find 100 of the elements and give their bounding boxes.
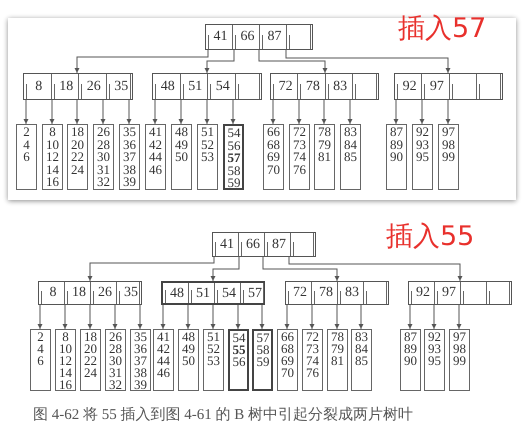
leaf-node: [197, 124, 218, 190]
arrow: [100, 100, 106, 124]
leaf-node: [327, 329, 348, 391]
key-list: 97 98 99: [440, 126, 458, 164]
arrow: [204, 50, 234, 74]
arrow: [210, 304, 216, 330]
leaf-node: [263, 124, 284, 190]
key-label: 41: [212, 28, 228, 46]
key-list: 35 36 37 38 39: [120, 126, 138, 188]
key-label: 48: [169, 285, 185, 303]
tree-node: [270, 73, 379, 100]
arrow: [178, 100, 184, 124]
arrow: [50, 100, 54, 124]
leaf-node: [289, 124, 310, 190]
tree-node: [38, 281, 142, 305]
key-label: 51: [195, 285, 211, 303]
arrow: [284, 304, 290, 330]
figure-caption: 图 4-62 将 55 插入到图 4-61 的 B 树中引起分裂成两片树叶: [33, 406, 413, 424]
key-list: 66 68 69 70: [264, 126, 282, 176]
leaf-node: [438, 124, 459, 190]
key-list: 92 93 95: [426, 331, 444, 367]
key-list: 8 10 12 14 16: [56, 331, 74, 391]
key-label: 26: [97, 284, 113, 302]
key-list: 48 49 50: [172, 126, 190, 164]
key-label: 26: [86, 78, 102, 96]
arrow: [270, 100, 276, 124]
key-label: 57: [247, 285, 263, 303]
leaf-node: [228, 329, 249, 391]
arrow: [432, 304, 436, 330]
key-label: 66: [245, 236, 261, 254]
leaf-node: [145, 124, 166, 190]
tree-node: [152, 73, 262, 100]
leaf-node: [67, 124, 88, 190]
arrow: [322, 100, 326, 124]
leaf-node: [178, 329, 199, 391]
arrow: [88, 304, 92, 330]
arrow: [62, 304, 68, 330]
key-list: 83 84 85: [352, 331, 370, 367]
leaf-node: [252, 329, 273, 391]
key-list: 41 42 44 46: [154, 331, 172, 379]
key-label: 54: [214, 78, 231, 96]
key-label: 18: [71, 284, 87, 302]
arrow: [288, 256, 462, 282]
key-list: 48 49 50: [180, 331, 198, 367]
arrow: [204, 100, 210, 124]
tree-node: [394, 73, 503, 100]
key-list: 83 84 85: [342, 126, 360, 164]
arrow: [394, 100, 398, 124]
step-heading: 插入57: [398, 12, 486, 46]
leaf-node: [302, 329, 323, 391]
key-label: 35: [123, 284, 139, 302]
key-label: 92: [402, 78, 418, 96]
arrow: [160, 304, 166, 330]
key-list: 18 20 22 24: [82, 331, 100, 379]
arrow: [334, 304, 340, 330]
arrow: [230, 100, 236, 124]
leaf-node: [80, 329, 101, 391]
key-list: 51 52 53: [198, 126, 216, 164]
tree-node: [23, 73, 133, 100]
key-list: 72 73 74 76: [304, 331, 322, 379]
leaf-node: [16, 124, 37, 190]
arrow: [186, 304, 190, 330]
key-label: 97: [441, 284, 457, 302]
arrow: [310, 304, 314, 330]
arrow: [358, 304, 364, 330]
key-list: 26 28 30 31 32: [106, 331, 124, 391]
leaf-node: [203, 329, 224, 391]
arrow: [38, 304, 42, 330]
key-list: 8 10 12 14 16: [44, 126, 62, 188]
key-list: 51 52 53: [204, 331, 222, 367]
key-label: 54: [221, 285, 237, 303]
arrow: [152, 100, 158, 124]
arrow: [24, 100, 28, 124]
key-list: 54 55 56: [230, 332, 248, 368]
key-label: 51: [187, 78, 204, 96]
key-label: 87: [271, 236, 287, 254]
arrow: [296, 100, 302, 124]
key-list: 41 42 44 46: [146, 126, 164, 176]
tree-node: [161, 281, 265, 305]
key-label: 66: [240, 28, 256, 46]
arrow: [74, 50, 208, 74]
arrow: [456, 304, 462, 330]
arrow: [262, 256, 340, 282]
key-label: 83: [344, 284, 360, 302]
key-label: 8: [48, 284, 58, 302]
key-list: 92 93 95: [414, 126, 432, 164]
key-label: 48: [160, 78, 176, 96]
key-label: 78: [318, 284, 334, 302]
leaf-node: [386, 124, 407, 190]
key-label: 8: [34, 78, 44, 96]
key-list: 87 89 90: [388, 126, 406, 164]
arrow: [446, 100, 450, 124]
leaf-node: [340, 124, 361, 190]
key-list: 66 68 69 70: [278, 331, 296, 379]
key-label: 83: [332, 78, 348, 96]
key-label: 87: [266, 28, 282, 46]
key-list: 57 58 59: [254, 332, 272, 368]
key-list: 54 56 57 58 59: [225, 127, 243, 190]
key-label: 92: [415, 284, 431, 302]
key-list: 97 98 99: [450, 331, 468, 367]
